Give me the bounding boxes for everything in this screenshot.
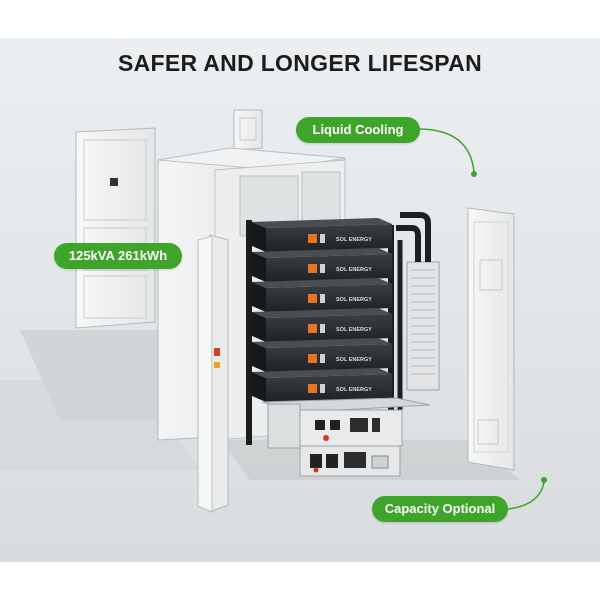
liquid-cooling-unit [396, 212, 440, 415]
battery-brand-label: SOL ENERGY [336, 267, 372, 273]
pcs-control-unit [261, 397, 431, 477]
capacity-optional-callout: Capacity Optional [372, 496, 508, 522]
battery-module: SOL ENERGY [252, 308, 392, 342]
battery-module: SOL ENERGY [252, 278, 392, 312]
battery-module: SOL ENERGY [252, 248, 392, 282]
right-door [467, 207, 515, 471]
battery-module: SOL ENERGY [252, 218, 392, 252]
battery-brand-label: SOL ENERGY [336, 387, 372, 393]
callout-dot-capacity [541, 477, 547, 483]
battery-module-stack: SOL ENERGY SOL ENERGY SOL ENERGY SOL ENERGY… [252, 218, 392, 402]
battery-brand-label: SOL ENERGY [336, 357, 372, 363]
battery-module: SOL ENERGY [252, 338, 392, 372]
callout-dot-cooling [471, 171, 477, 177]
back-left-door [75, 127, 156, 329]
front-left-door [197, 234, 229, 513]
page-title: SAFER AND LONGER LIFESPAN [117, 50, 482, 76]
battery-module: SOL ENERGY [252, 368, 392, 402]
battery-brand-label: SOL ENERGY [336, 297, 372, 303]
battery-brand-label: SOL ENERGY [336, 327, 372, 333]
top-small-door [233, 109, 263, 151]
floor-shadow [0, 330, 520, 480]
capacity-callout: 125kVA 261kWh [54, 243, 182, 269]
battery-brand-label: SOL ENERGY [336, 237, 372, 243]
liquid-cooling-callout: Liquid Cooling [296, 117, 420, 143]
callout-lines [419, 128, 545, 510]
